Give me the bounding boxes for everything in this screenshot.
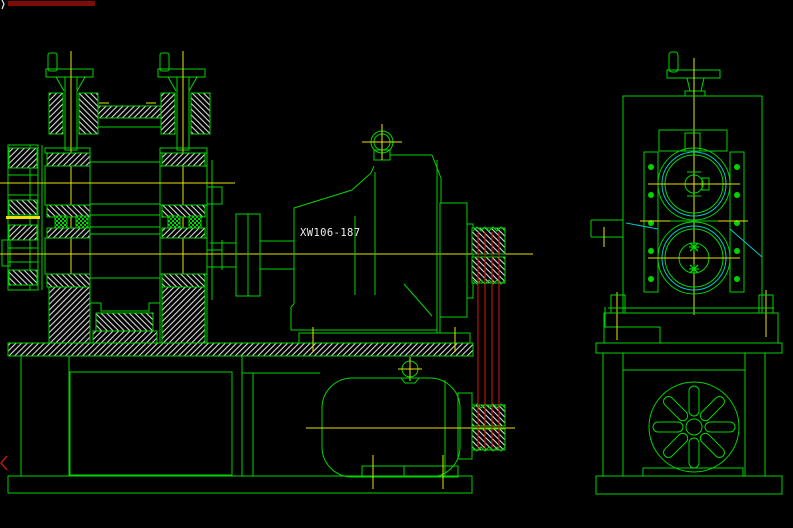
cross-beam <box>97 102 162 128</box>
gear-shaft-stub <box>1 239 11 267</box>
motor-end-bell <box>457 392 473 460</box>
screw-assembly-right <box>157 51 211 345</box>
bearing-plate-left <box>643 151 659 293</box>
side-view-roll-stand <box>590 51 779 344</box>
gear-stack <box>1 144 43 291</box>
cursor-fragment <box>1 0 5 10</box>
lower-pulley <box>466 403 515 452</box>
flywheel-stand <box>595 342 783 495</box>
bench-bottom-rail <box>7 475 473 494</box>
cycloidal-reducer: XW106-187 <box>210 124 474 352</box>
front-view-roll-mill <box>0 51 533 345</box>
reducer-eyebolt <box>362 124 402 160</box>
roll-housing <box>44 147 223 344</box>
leader-line-right <box>729 228 763 258</box>
reducer-label: XW106-187 <box>300 227 361 239</box>
bench-top-plate <box>7 342 474 357</box>
electric-motor <box>306 357 473 489</box>
crank-handle <box>47 52 58 72</box>
flywheel <box>648 381 740 473</box>
stand-base <box>595 475 783 495</box>
belt-drive <box>466 226 515 452</box>
toolbar-fragment <box>8 1 95 6</box>
reducer-foot <box>298 332 471 344</box>
crank-handle <box>159 52 170 72</box>
motor-eyebolt <box>398 357 422 384</box>
stand-top-plate <box>595 342 783 354</box>
bearing-plate-right <box>729 151 745 293</box>
bench-frame <box>7 342 474 494</box>
leader-line-left <box>625 222 659 230</box>
adjuster-bracket <box>590 219 623 247</box>
output-coupling <box>210 213 294 297</box>
motor-feet <box>361 455 459 489</box>
ucs-marker <box>0 455 8 471</box>
v-belts <box>477 232 500 449</box>
